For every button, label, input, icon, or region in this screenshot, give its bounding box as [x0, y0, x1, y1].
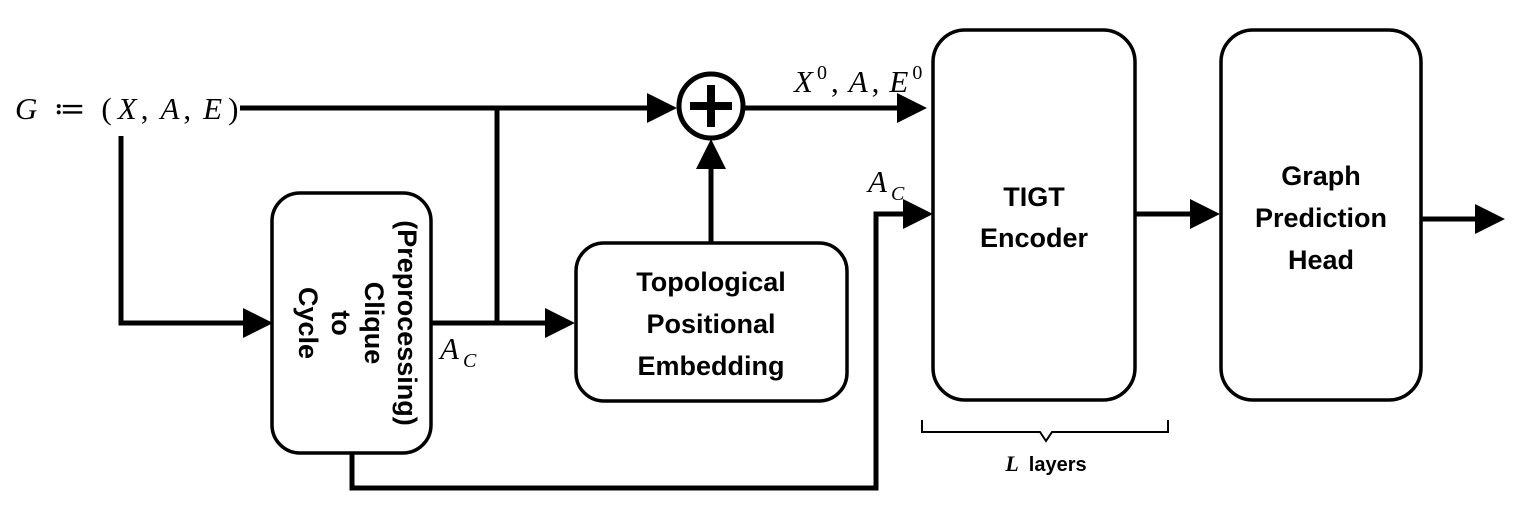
sum-output-e: E [888, 64, 908, 99]
prediction-head-line2: Prediction [1255, 203, 1387, 233]
cycle-to-clique-line2: to [326, 310, 356, 335]
encoder-input-ac-sub: C [891, 183, 905, 205]
input-graph-close-paren: ) [228, 91, 238, 126]
tigt-encoder-line1: TIGT [1003, 182, 1065, 212]
input-graph-label: G ≔ ( X , A , E ) [15, 91, 238, 126]
sum-output-x-sup: 0 [817, 62, 827, 84]
cycle-to-clique-line4: (Preprocessing) [392, 220, 422, 426]
input-graph-g: G [15, 91, 37, 126]
tigt-encoder-line2: Encoder [980, 223, 1089, 253]
sum-output-comma1: , [831, 64, 839, 99]
clique-to-encoder-arrow [349, 199, 933, 491]
encoder-input-ac-var: A [866, 164, 888, 199]
prediction-head-box [1219, 28, 1423, 402]
sum-node-plus-icon [676, 71, 746, 141]
input-graph-assign: ≔ [53, 91, 85, 126]
layers-text: layers [1029, 454, 1087, 476]
encoder-input-ac-label: A C [866, 164, 905, 205]
topological-pe-line1: Topological [636, 267, 786, 297]
input-graph-comma2: , [183, 91, 191, 126]
clique-output-ac-label: A C [438, 331, 477, 372]
clique-output-ac-sub: C [463, 350, 477, 372]
topological-pe-line3: Embedding [638, 351, 785, 381]
cycle-to-clique-box [270, 191, 433, 455]
sum-output-label: X 0 , A , E 0 [792, 62, 922, 99]
tigt-encoder-box [931, 28, 1137, 402]
layers-brace [921, 420, 1169, 443]
sum-output-comma2: , [872, 64, 880, 99]
cycle-to-clique-line3: Clique [359, 282, 389, 365]
prediction-head-line3: Head [1288, 245, 1354, 275]
topological-pe-line2: Positional [646, 309, 775, 339]
sum-output-e-sup: 0 [912, 62, 922, 84]
sum-output-a: A [847, 64, 869, 99]
prediction-head-line1: Graph [1281, 161, 1361, 191]
topological-pe-box [574, 241, 849, 403]
clique-output-ac-var: A [438, 331, 460, 366]
layers-var: L [1004, 451, 1018, 476]
input-graph-a: A [158, 91, 180, 126]
input-to-cycle-arrow [118, 136, 273, 338]
input-graph-e: E [202, 91, 222, 126]
cycle-to-clique-line1: Cycle [293, 287, 323, 359]
input-graph-open-paren: ( [101, 91, 111, 126]
input-graph-x: X [116, 91, 138, 126]
sum-output-x: X [792, 64, 814, 99]
cycle-to-clique-label: Cycle to Clique (Preprocessing) [293, 220, 422, 426]
layers-label: L layers [1004, 451, 1086, 476]
input-graph-comma1: , [141, 91, 149, 126]
